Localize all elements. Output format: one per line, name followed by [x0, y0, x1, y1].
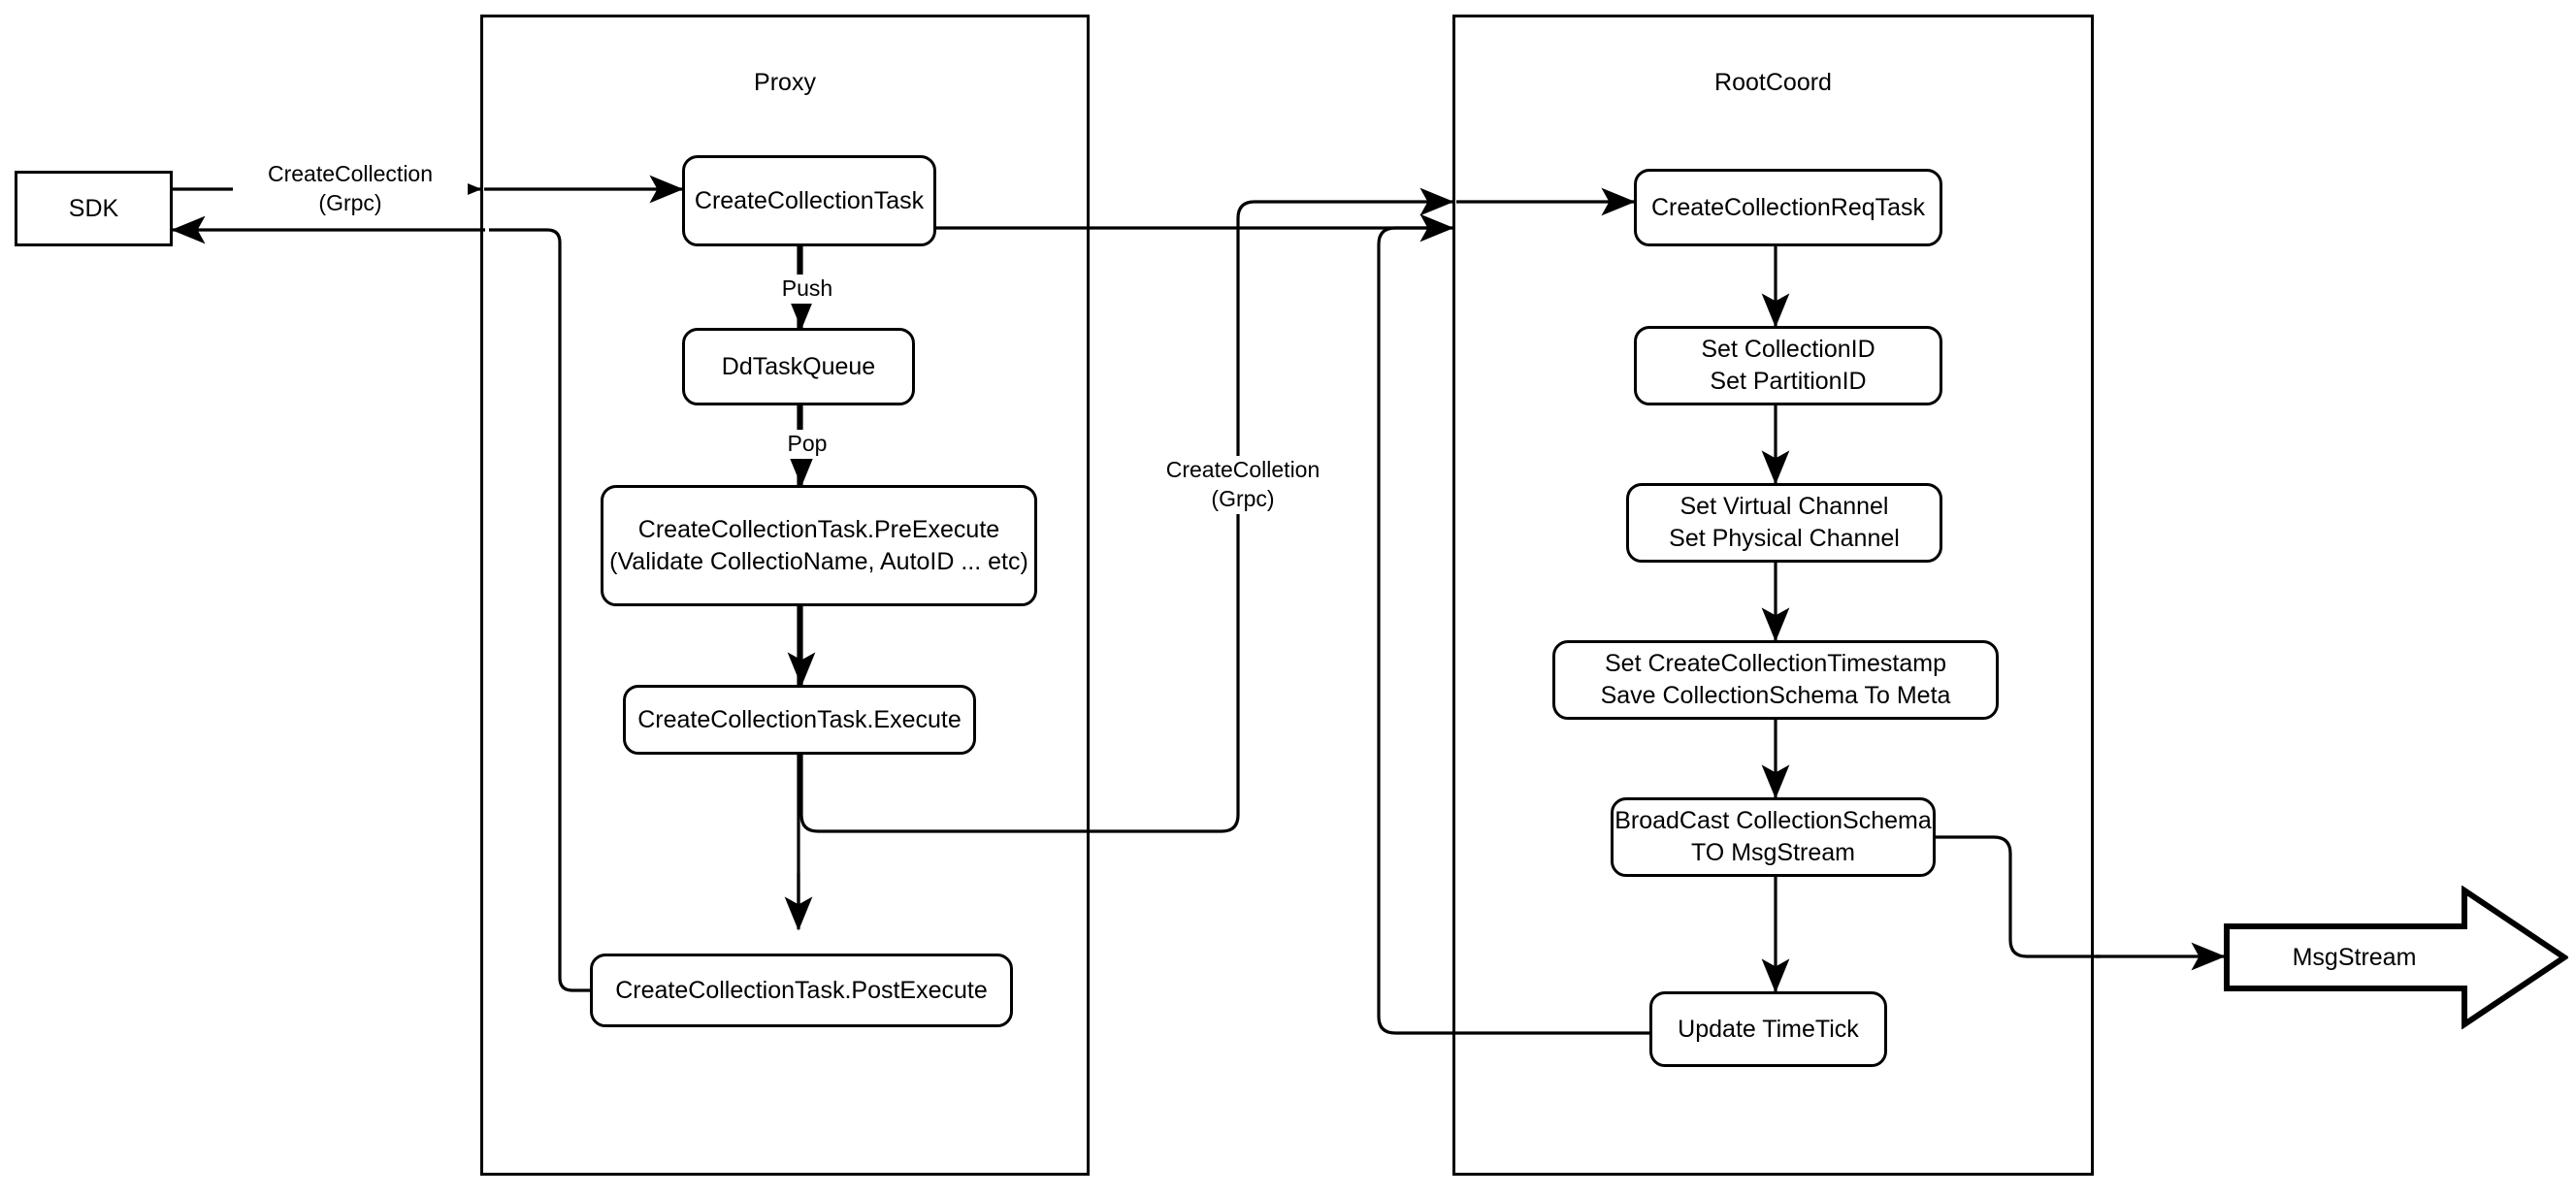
container-proxy-title: Proxy — [754, 69, 816, 96]
msgstream-arrow-icon — [2224, 885, 2570, 1030]
node-set-channels[interactable]: Set Virtual Channel Set Physical Channel — [1626, 483, 1942, 563]
node-set-ids[interactable]: Set CollectionID Set PartitionID — [1634, 326, 1942, 405]
edge-label-push: Push — [753, 275, 862, 304]
node-msgstream[interactable]: MsgStream — [2224, 885, 2570, 1030]
edge-label-create-colletion-grpc: CreateColletion (Grpc) — [1125, 456, 1360, 514]
node-execute[interactable]: CreateCollectionTask.Execute — [623, 685, 976, 755]
node-set-timestamp[interactable]: Set CreateCollectionTimestamp Save Colle… — [1552, 640, 1999, 720]
node-create-collection-req-task[interactable]: CreateCollectionReqTask — [1634, 169, 1942, 246]
node-pre-execute[interactable]: CreateCollectionTask.PreExecute (Validat… — [601, 485, 1037, 606]
node-update-timetick[interactable]: Update TimeTick — [1649, 991, 1887, 1067]
node-broadcast[interactable]: BroadCast CollectionSchema TO MsgStream — [1611, 797, 1936, 877]
container-rootcoord-title: RootCoord — [1714, 69, 1832, 96]
node-msgstream-label: MsgStream — [2292, 943, 2417, 971]
node-dd-task-queue[interactable]: DdTaskQueue — [682, 328, 915, 405]
edge-label-create-collection-grpc: CreateCollection (Grpc) — [233, 160, 468, 218]
node-create-collection-task[interactable]: CreateCollectionTask — [682, 155, 936, 246]
node-sdk[interactable]: SDK — [15, 171, 173, 246]
node-post-execute[interactable]: CreateCollectionTask.PostExecute — [590, 954, 1013, 1027]
edge-label-pop: Pop — [763, 430, 852, 459]
